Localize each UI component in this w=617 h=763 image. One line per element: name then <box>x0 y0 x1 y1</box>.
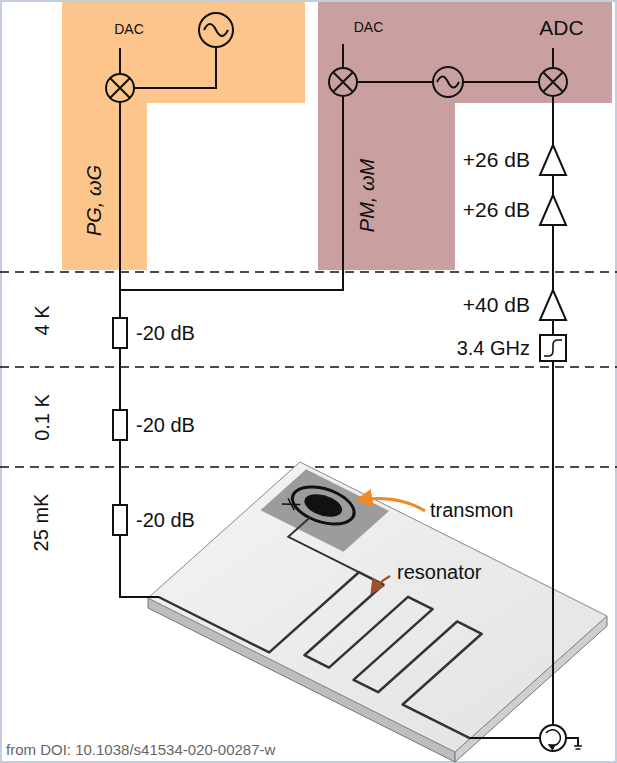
circulator-symbol <box>540 725 582 751</box>
transmon-pad <box>261 469 389 551</box>
mixer-symbol <box>106 68 567 102</box>
box-label: DAC <box>354 19 384 35</box>
oscillator-symbol <box>199 13 463 97</box>
gain-label: +26 dB <box>463 148 530 172</box>
source-caption: from DOI: 10.1038/s41534-020-00287-w <box>6 741 275 758</box>
part-label: resonator <box>395 561 484 584</box>
box-label: ADC <box>539 16 583 40</box>
temperature-label: 4 K <box>31 305 54 335</box>
leader-arrow <box>372 576 390 592</box>
attenuation-label: -20 dB <box>136 509 195 532</box>
attenuator-symbol <box>113 318 127 535</box>
part-label: transmon <box>430 499 513 522</box>
coupling-line <box>288 518 380 572</box>
filter-symbol <box>540 335 566 361</box>
transmon-ring <box>282 479 365 531</box>
gain-label: +26 dB <box>463 198 530 222</box>
temperature-label: 0.1 K <box>30 394 53 441</box>
chip <box>148 462 607 762</box>
gain-label: +40 dB <box>463 293 530 317</box>
josephson-junction <box>282 498 300 510</box>
temperature-label: 25 mK <box>31 493 54 551</box>
wiring <box>120 44 578 746</box>
leader-arrow <box>358 498 425 511</box>
generator-panel: DAC PG, ωG <box>62 0 305 270</box>
meander-resonator <box>159 517 550 748</box>
filter-label: 3.4 GHz <box>457 337 530 360</box>
attenuation-label: -20 dB <box>136 322 195 345</box>
signal-label: PM, ωM <box>356 158 379 231</box>
transmon-island <box>298 490 348 522</box>
box-label: DAC <box>114 21 144 37</box>
amplifier-symbol <box>540 145 566 320</box>
signal-label: PG, ωG <box>84 164 107 235</box>
attenuation-label: -20 dB <box>136 414 195 437</box>
measurement-panel: DAC ADC PM, ωM <box>318 0 612 270</box>
stage-separators <box>0 272 617 467</box>
